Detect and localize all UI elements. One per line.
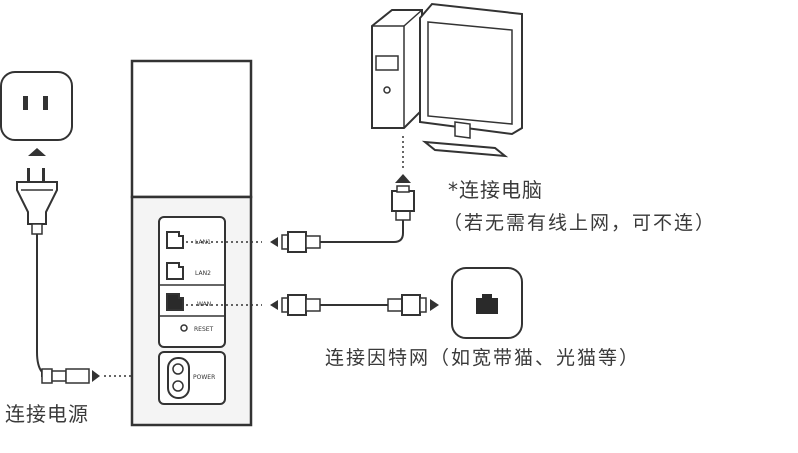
port-label-wan: WAN bbox=[197, 301, 211, 308]
left-arrow-icon bbox=[270, 300, 278, 310]
lan-cable bbox=[320, 220, 404, 243]
router-device bbox=[130, 59, 253, 427]
port-label-power: POWER bbox=[193, 374, 215, 381]
connect-pc-note: （若无需有线上网，可不连） bbox=[443, 212, 717, 234]
right-arrow-icon bbox=[430, 299, 439, 311]
connect-power-label: 连接电源 bbox=[5, 402, 89, 426]
port-label-reset: RESET bbox=[194, 326, 214, 333]
connect-internet-label: 连接因特网（如宽带猫、光猫等） bbox=[325, 347, 641, 369]
up-arrow-icon bbox=[28, 148, 46, 156]
power-plug-icon bbox=[16, 168, 58, 235]
desktop-computer-icon bbox=[371, 2, 523, 158]
power-cable bbox=[36, 234, 63, 377]
ethernet-plug-icon bbox=[391, 185, 415, 221]
connect-pc-label: *连接电脑 bbox=[448, 178, 543, 202]
power-socket-icon bbox=[0, 71, 73, 141]
port-label-lan1: LAN1 bbox=[195, 239, 211, 246]
ethernet-plug-icon bbox=[387, 294, 427, 316]
ethernet-plug-icon bbox=[281, 294, 321, 316]
dc-plug-icon bbox=[41, 368, 100, 384]
ethernet-plug-icon bbox=[281, 231, 321, 253]
port-label-lan2: LAN2 bbox=[195, 270, 211, 277]
left-arrow-icon bbox=[270, 237, 278, 247]
up-arrow-icon bbox=[395, 174, 411, 183]
modem-port-icon bbox=[451, 267, 523, 339]
